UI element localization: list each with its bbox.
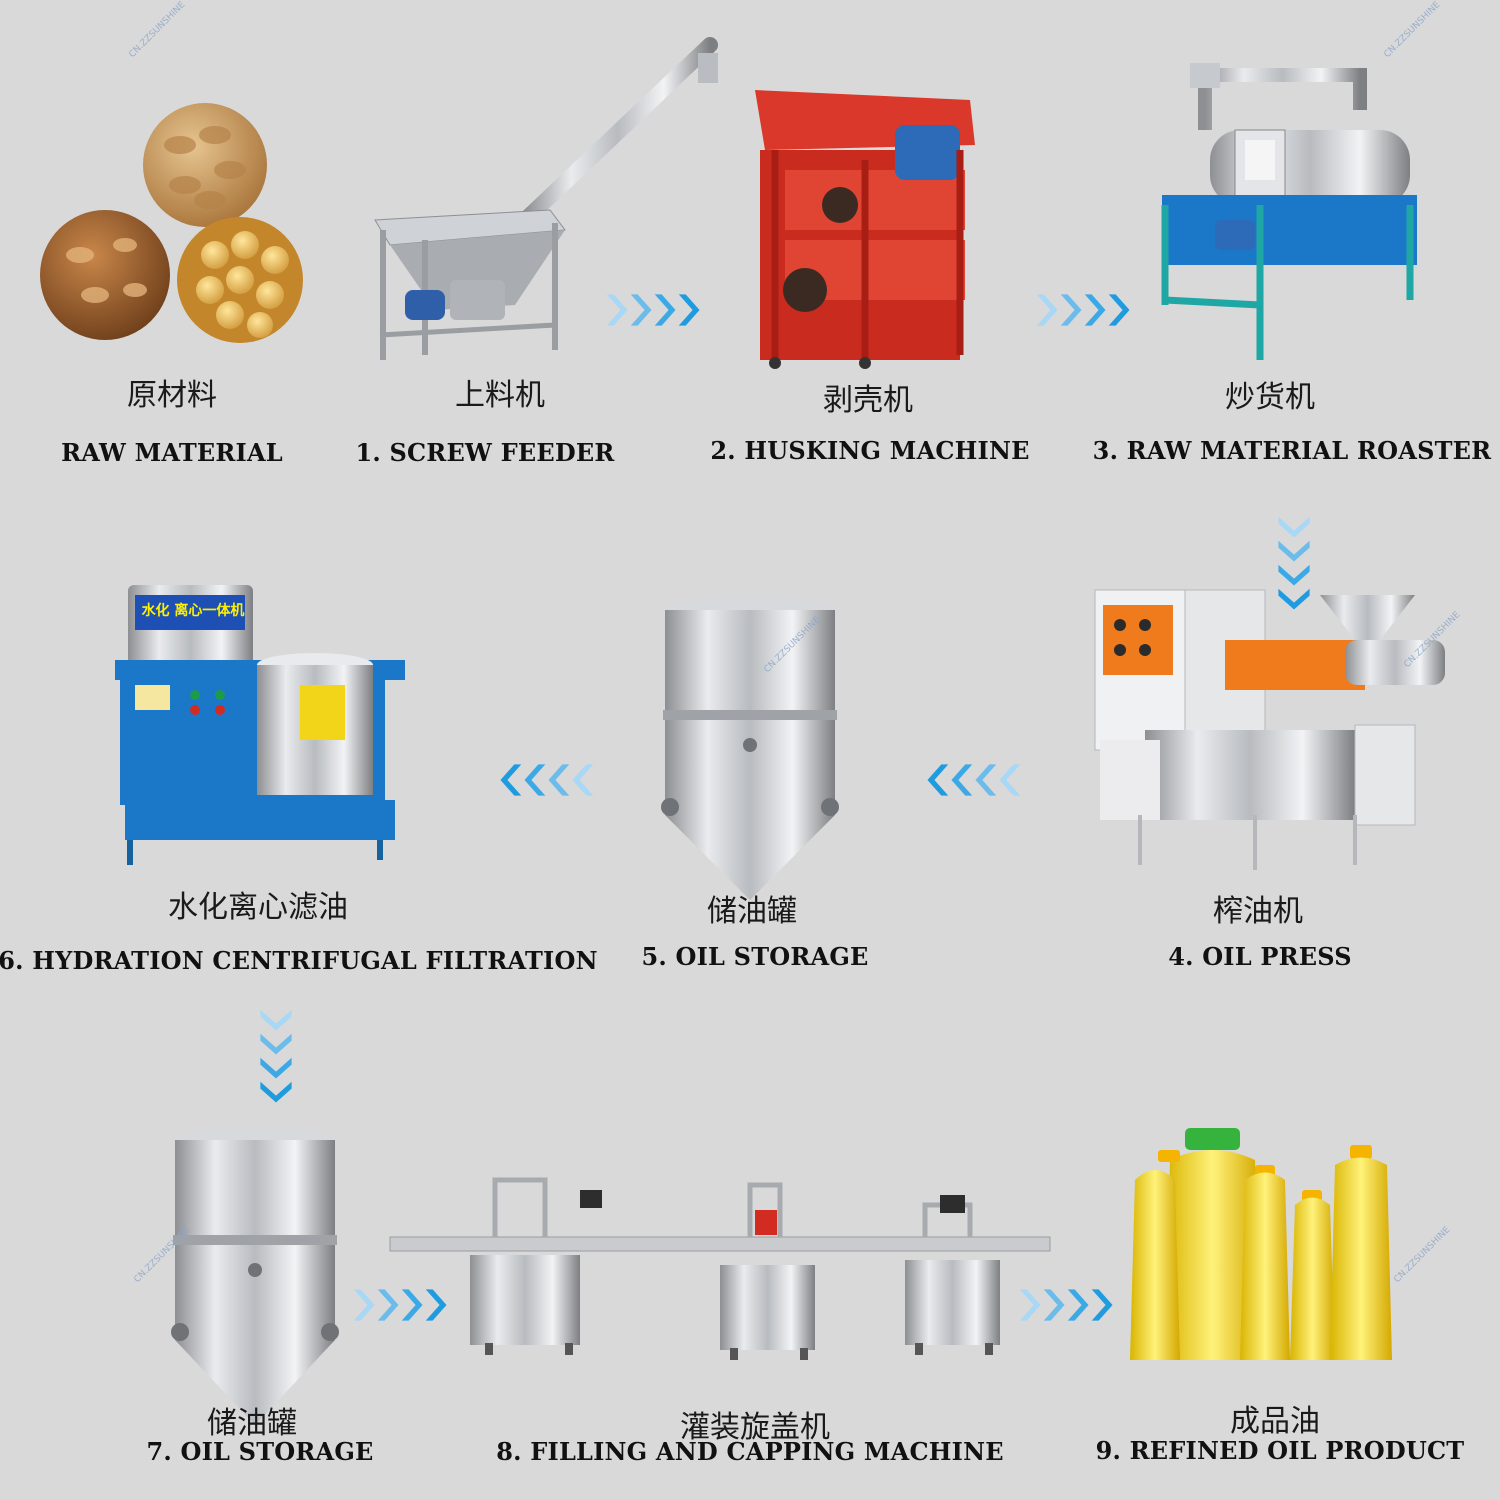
centrifugal-filter-label-zh: 水化离心滤油 (168, 890, 348, 925)
roaster-image (1150, 55, 1430, 375)
oil-storage-7-label-zh: 储油罐 (207, 1406, 297, 1441)
filling-capping-label-en: 8. FILLING AND CAPPING MACHINE (496, 1437, 1004, 1466)
raw-material-label-en: RAW MATERIAL (61, 438, 283, 467)
filling-capping-machine-image (385, 1175, 1055, 1375)
screw-feeder-image (365, 25, 735, 365)
husking-machine-label-zh: 剥壳机 (823, 383, 913, 418)
oil-press-image (1085, 580, 1450, 880)
centrifugal-filter-label-en: 6. HYDRATION CENTRIFUGAL FILTRATION (0, 946, 598, 975)
oil-storage-5-label-zh: 储油罐 (707, 894, 797, 929)
watermark: CN.ZZSUNSHINE (127, 0, 188, 60)
raw-material-image (35, 95, 305, 345)
oil-storage-tank-image (655, 595, 845, 905)
screw-feeder-label-zh: 上料机 (455, 378, 545, 413)
oil-storage-7-label-en: 7. OIL STORAGE (146, 1437, 374, 1466)
oil-storage-tank-image (165, 1125, 345, 1430)
refined-oil-bottles-image (1130, 1120, 1420, 1370)
screw-feeder-label-en: 1. SCREW FEEDER (355, 438, 615, 467)
flow-arrow-down-icon (250, 1008, 292, 1112)
flow-arrow-right-icon (1035, 290, 1135, 334)
flow-arrow-right-icon (1018, 1285, 1118, 1329)
flow-arrow-right-icon (605, 290, 705, 334)
refined-oil-label-en: 9. REFINED OIL PRODUCT (1095, 1436, 1465, 1465)
oil-press-label-en: 4. OIL PRESS (1168, 942, 1352, 971)
filling-capping-label-zh: 灌装旋盖机 (680, 1410, 830, 1445)
husking-machine-label-en: 2. HUSKING MACHINE (710, 436, 1030, 465)
roaster-label-en: 3. RAW MATERIAL ROASTER (1092, 436, 1492, 465)
refined-oil-label-zh: 成品油 (1230, 1404, 1320, 1439)
oil-press-label-zh: 榨油机 (1213, 894, 1303, 929)
flow-arrow-left-icon (495, 760, 595, 804)
watermark: CN.ZZSUNSHINE (1382, 0, 1443, 60)
centrifugal-filter-image: 水化 离心一体机 (110, 580, 410, 870)
machine-panel-sign: 水化 离心一体机 (141, 603, 245, 619)
raw-material-label-zh: 原材料 (127, 378, 217, 413)
husking-machine-image (745, 80, 985, 370)
roaster-label-zh: 炒货机 (1225, 380, 1315, 415)
flow-arrow-left-icon (922, 760, 1022, 804)
oil-storage-5-label-en: 5. OIL STORAGE (641, 942, 869, 971)
